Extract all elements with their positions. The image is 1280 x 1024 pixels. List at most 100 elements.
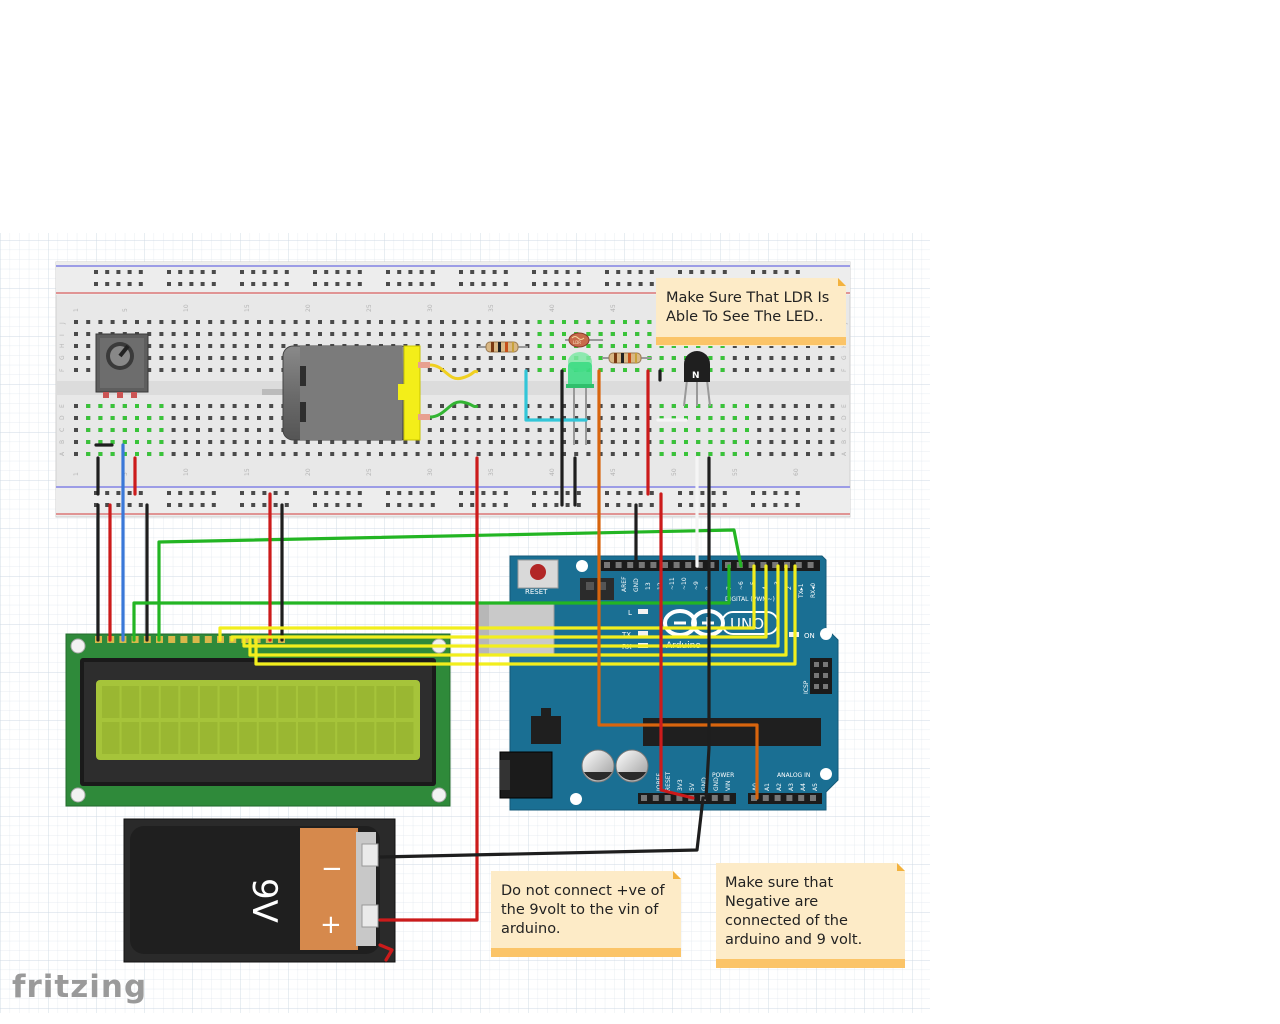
lcd-character-cell xyxy=(200,722,218,754)
potentiometer[interactable] xyxy=(95,333,149,398)
header-pin xyxy=(604,562,610,568)
breadboard-hole xyxy=(745,356,749,360)
breadboard-rail-hole xyxy=(200,503,205,507)
reset-button[interactable] xyxy=(517,559,559,589)
breadboard-hole xyxy=(379,440,383,444)
resistor-2[interactable] xyxy=(602,352,652,364)
breadboard-rail-hole xyxy=(94,270,98,274)
breadboard-hole xyxy=(379,332,383,336)
note-ldr[interactable]: Make Sure That LDR Is Able To See The LE… xyxy=(656,278,846,346)
green-led[interactable] xyxy=(566,352,594,445)
breadboard-hole xyxy=(257,344,261,348)
dc-motor[interactable] xyxy=(262,345,479,441)
breadboard-hole xyxy=(257,356,261,360)
breadboard-rail-hole xyxy=(335,503,340,507)
wire-yellow xyxy=(254,564,797,666)
breadboard-hole xyxy=(232,428,237,432)
breadboard-connected-hole xyxy=(696,404,701,408)
breadboard-hole xyxy=(208,356,213,360)
breadboard-connected-hole xyxy=(598,344,603,348)
breadboard-hole xyxy=(244,368,249,372)
breadboard-hole xyxy=(379,320,383,324)
digital-label: DIGITAL (PWM~) xyxy=(725,596,775,603)
note-vin[interactable]: Do not connect +ve of the 9volt to the v… xyxy=(491,871,681,957)
breadboard-hole xyxy=(488,452,493,456)
breadboard-connected-hole xyxy=(708,416,713,420)
breadboard-hole xyxy=(232,416,237,420)
breadboard-rail-hole xyxy=(138,282,143,286)
breadboard-hole xyxy=(757,440,762,444)
npn-transistor[interactable]: N xyxy=(683,351,711,407)
breadboard-connected-hole xyxy=(635,320,640,324)
breadboard-rail-hole xyxy=(408,270,413,274)
breadboard-hole xyxy=(818,452,823,456)
breadboard-hole xyxy=(244,344,249,348)
breadboard-rail-hole xyxy=(313,270,317,274)
breadboard-rail-hole xyxy=(324,270,329,274)
breadboard-rail-hole xyxy=(127,282,132,286)
breadboard-rail-hole xyxy=(481,491,486,495)
breadboard-rail-hole xyxy=(459,282,463,286)
header-pin xyxy=(615,562,622,568)
breadboard-hole xyxy=(244,332,249,336)
breadboard-hole xyxy=(342,452,347,456)
breadboard-hole xyxy=(513,320,518,324)
breadboard-hole xyxy=(244,356,249,360)
breadboard-hole xyxy=(305,440,310,444)
breadboard-rail-hole xyxy=(211,270,216,274)
breadboard-hole xyxy=(769,428,774,432)
breadboard-connected-hole xyxy=(647,368,652,372)
lcd-character-cell xyxy=(317,686,336,718)
breadboard-hole xyxy=(415,332,420,336)
ldr-sensor[interactable]: LDR xyxy=(565,332,603,348)
breadboard-hole xyxy=(635,452,640,456)
breadboard-hole xyxy=(74,440,78,444)
breadboard-hole xyxy=(745,368,749,372)
breadboard-connected-hole xyxy=(549,368,554,372)
breadboard-rail-hole xyxy=(105,270,110,274)
breadboard-hole xyxy=(98,320,103,324)
breadboard-hole xyxy=(537,452,542,456)
breadboard-rail-hole xyxy=(481,270,486,274)
note-negative[interactable]: Make sure that Negative are connected of… xyxy=(716,863,905,968)
breadboard-connected-hole xyxy=(659,416,664,420)
breadboard-rail-hole xyxy=(565,491,570,495)
lcd-character-cell xyxy=(258,722,277,754)
breadboard-rail-hole xyxy=(167,270,171,274)
lcd-character-cell xyxy=(258,686,277,718)
breadboard-hole xyxy=(196,344,200,348)
breadboard-row-letter-left: E xyxy=(59,404,66,408)
breadboard-column-number-bottom: 10 xyxy=(183,468,190,476)
breadboard-hole xyxy=(476,416,481,420)
breadboard-hole xyxy=(183,320,188,324)
breadboard-rail-hole xyxy=(795,491,800,495)
breadboard-row-letter-right: A xyxy=(841,451,848,456)
breadboard-hole xyxy=(220,320,225,324)
breadboard-rail-hole xyxy=(459,491,463,495)
breadboard-hole xyxy=(244,320,249,324)
breadboard-hole xyxy=(281,452,286,456)
lcd-16x2-module xyxy=(65,633,451,807)
breadboard-hole xyxy=(281,320,286,324)
breadboard-hole xyxy=(513,332,518,336)
breadboard-connected-hole xyxy=(147,404,152,408)
aref-label: AREF xyxy=(621,576,628,592)
breadboard-connected-hole xyxy=(549,320,554,324)
breadboard-rail-hole xyxy=(543,503,548,507)
breadboard-hole xyxy=(135,320,139,324)
breadboard-hole xyxy=(440,356,444,360)
breadboard-rail-hole xyxy=(627,282,632,286)
lcd-pin xyxy=(192,636,200,643)
breadboard-rail-hole xyxy=(357,491,362,495)
breadboard-hole xyxy=(427,320,432,324)
resistor-1[interactable] xyxy=(478,341,528,353)
breadboard-connected-hole xyxy=(659,356,664,360)
breadboard-connected-hole xyxy=(98,440,103,444)
lcd-character-cell xyxy=(102,686,120,718)
breadboard-hole xyxy=(793,416,798,420)
breadboard-hole xyxy=(464,416,469,420)
breadboard-column-number-bottom: 25 xyxy=(366,468,373,476)
breadboard-rail-hole xyxy=(503,270,508,274)
breadboard-hole xyxy=(440,320,444,324)
breadboard-connected-hole xyxy=(98,416,103,420)
